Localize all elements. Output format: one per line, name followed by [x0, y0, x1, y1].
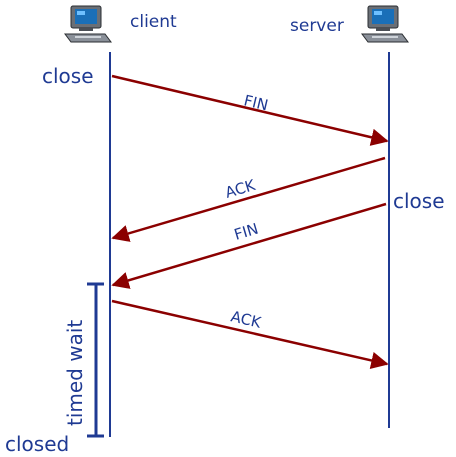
fin-message-label-2: FIN — [232, 220, 260, 244]
client-close-label: close — [42, 64, 94, 88]
timed-wait-label: timed wait — [63, 320, 87, 426]
fin-arrow-server-to-client — [111, 202, 387, 289]
ack-arrow-server-to-client — [111, 156, 386, 242]
client-closed-label: closed — [5, 432, 69, 456]
ack-arrow-client-to-server — [111, 299, 389, 370]
timed-wait-bracket — [87, 282, 104, 438]
server-computer-icon — [361, 5, 409, 43]
client-computer-icon — [64, 5, 112, 43]
server-close-label: close — [393, 189, 445, 213]
fin-arrow-client-to-server — [111, 74, 389, 146]
client-label: client — [130, 12, 177, 32]
server-label: server — [290, 16, 344, 36]
fin-message-label-1: FIN — [242, 91, 270, 114]
